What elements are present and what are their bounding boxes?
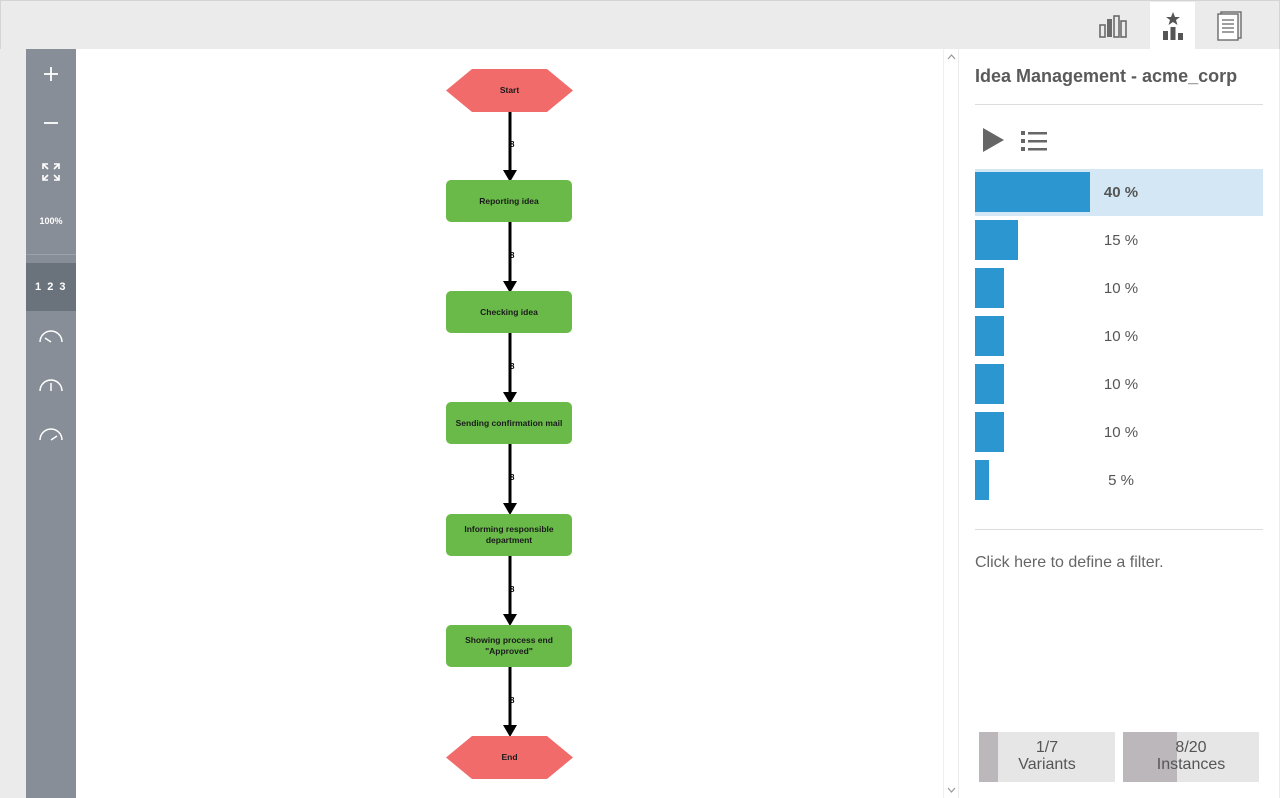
activity-sending-confirmation-mail[interactable]: Sending confirmation mail xyxy=(446,402,572,444)
variant-frequency-bar xyxy=(975,220,1018,260)
activity-reporting-idea[interactable]: Reporting idea xyxy=(446,180,572,222)
fit-to-screen-icon xyxy=(42,163,60,181)
variant-frequency-bar xyxy=(975,316,1004,356)
variant-percent: 10 % xyxy=(1103,328,1139,345)
canvas-scrollbar[interactable] xyxy=(943,49,958,798)
zoom-out-icon xyxy=(44,122,58,124)
variant-frequency-bar xyxy=(975,412,1004,452)
activity-label: Sending confirmation mail xyxy=(455,417,563,428)
frequency-label: 1 2 3 xyxy=(35,281,67,293)
variant-row[interactable]: 10 % xyxy=(975,409,1263,456)
variants-count: 1/7 xyxy=(1035,739,1059,756)
gauge-medium-icon xyxy=(39,379,63,392)
toolbar-divider xyxy=(26,254,76,255)
activity-informing-department[interactable]: Informing responsible department xyxy=(446,514,572,556)
start-label: Start xyxy=(499,85,520,95)
zoom-out-button[interactable] xyxy=(26,99,76,147)
define-filter-link[interactable]: Click here to define a filter. xyxy=(975,554,1164,571)
variant-percent: 15 % xyxy=(1103,232,1139,249)
play-icon xyxy=(983,128,1004,152)
variant-row[interactable]: 10 % xyxy=(975,265,1263,312)
panel-title: Idea Management - acme_corp xyxy=(975,66,1238,86)
activity-label: Checking idea xyxy=(480,306,538,317)
end-node[interactable]: End xyxy=(446,736,573,779)
variant-percent: 40 % xyxy=(1103,184,1139,201)
duration-medium-button[interactable] xyxy=(26,361,76,409)
bar-chart-icon[interactable] xyxy=(1090,2,1135,49)
variant-frequency-bar xyxy=(975,268,1004,308)
activity-checking-idea[interactable]: Checking idea xyxy=(446,291,572,333)
variant-row[interactable]: 40 % xyxy=(975,169,1263,216)
view-toolbar: 100% 1 2 3 xyxy=(26,49,76,798)
instances-count: 8/20 xyxy=(1175,739,1207,756)
edge-count-label: 8 xyxy=(510,251,515,260)
gauge-slow-icon xyxy=(39,330,63,343)
edge-count-label: 8 xyxy=(510,140,515,149)
duration-fast-button[interactable] xyxy=(26,410,76,458)
edge-count-label: 8 xyxy=(510,362,515,371)
instances-progress xyxy=(1123,732,1177,782)
variants-counter[interactable]: 1/7 Variants xyxy=(979,732,1115,782)
scroll-up-icon[interactable] xyxy=(947,52,956,62)
variant-percent: 5 % xyxy=(1108,472,1134,489)
activity-showing-process-end[interactable]: Showing process end "Approved" xyxy=(446,625,572,667)
variant-row[interactable]: 10 % xyxy=(975,313,1263,360)
edge-count-label: 8 xyxy=(510,696,515,705)
variants-progress xyxy=(979,732,998,782)
panel-divider xyxy=(975,104,1263,105)
variant-row[interactable]: 15 % xyxy=(975,217,1263,264)
variant-percent: 10 % xyxy=(1103,280,1139,297)
instances-counter[interactable]: 8/20 Instances xyxy=(1123,732,1259,782)
activity-label: Reporting idea xyxy=(479,195,539,206)
zoom-in-icon xyxy=(44,67,58,81)
variant-row[interactable]: 5 % xyxy=(975,457,1263,504)
process-map-canvas[interactable]: 8 8 8 8 8 8 Start Reporting idea Checkin… xyxy=(76,49,943,798)
activity-label: Showing process end "Approved" xyxy=(465,635,553,656)
process-edges xyxy=(503,111,517,737)
variant-percent: 10 % xyxy=(1103,376,1139,393)
star-chart-icon[interactable] xyxy=(1150,2,1195,49)
zoom-in-button[interactable] xyxy=(26,50,76,98)
activity-label: Informing responsible department xyxy=(464,524,554,545)
variant-row[interactable]: 10 % xyxy=(975,361,1263,408)
zoom-level-label: 100% xyxy=(39,216,63,226)
zoom-reset-button[interactable]: 100% xyxy=(26,197,76,245)
end-label: End xyxy=(501,752,518,762)
panel-divider xyxy=(975,529,1263,530)
edge-count-label: 8 xyxy=(510,585,515,594)
scroll-down-icon[interactable] xyxy=(947,785,956,795)
variant-frequency-bar xyxy=(975,172,1090,212)
variants-label: Variants xyxy=(1018,756,1076,773)
list-icon xyxy=(1021,131,1047,151)
document-icon[interactable] xyxy=(1207,2,1252,49)
gauge-fast-icon xyxy=(39,428,63,441)
frequency-view-button[interactable]: 1 2 3 xyxy=(26,263,76,311)
duration-slow-button[interactable] xyxy=(26,312,76,360)
variant-percent: 10 % xyxy=(1103,424,1139,441)
fit-to-screen-button[interactable] xyxy=(26,148,76,196)
variant-frequency-bar xyxy=(975,460,989,500)
variants-panel: Idea Management - acme_corp 40 % 15 % 10 %… xyxy=(959,49,1279,798)
variant-frequency-bar xyxy=(975,364,1004,404)
start-node[interactable]: Start xyxy=(446,69,573,112)
top-bar xyxy=(0,0,1280,49)
list-button[interactable] xyxy=(1021,130,1047,157)
play-button[interactable] xyxy=(981,127,1005,158)
instances-label: Instances xyxy=(1156,756,1226,773)
edge-count-label: 8 xyxy=(510,473,515,482)
